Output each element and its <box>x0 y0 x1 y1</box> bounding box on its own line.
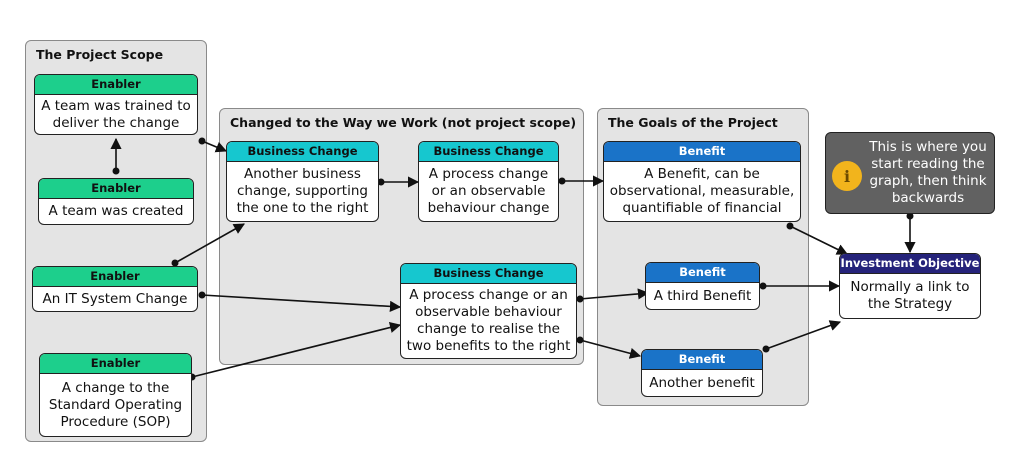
node-text: A process change or an observable behavi… <box>427 166 550 216</box>
edge-start-dot <box>576 336 584 344</box>
node-text: A change to the Standard Operating Proce… <box>48 379 183 430</box>
node-text: A process change or an observable behavi… <box>406 287 571 354</box>
node-text: Another benefit <box>649 374 755 391</box>
info-icon: i <box>832 161 862 191</box>
edge-start-dot <box>171 259 179 267</box>
group-title-project-scope: The Project Scope <box>36 47 164 62</box>
node-type-label: Business Change <box>227 142 378 162</box>
node-enabler-team-created[interactable]: Enabler A team was created <box>38 178 194 225</box>
group-title-way-we-work: Changed to the Way we Work (not project … <box>230 115 577 130</box>
node-text: Normally a link to the Strategy <box>850 279 970 312</box>
node-type-label: Enabler <box>35 75 197 95</box>
node-text: A team was trained to deliver the change <box>41 97 191 131</box>
node-investment-objective[interactable]: Investment Objective Normally a link to … <box>839 253 981 319</box>
edge-start-dot <box>112 167 120 175</box>
edge-start-dot <box>786 222 794 230</box>
node-benefit-third[interactable]: Benefit A third Benefit <box>645 262 760 310</box>
node-text: Another business change, supporting the … <box>236 166 369 216</box>
edge-process2-to-benefit-another <box>579 339 642 359</box>
edge-start-dot <box>762 345 770 353</box>
group-title-goals: The Goals of the Project <box>608 115 778 130</box>
edge-it-to-change-another <box>174 223 245 264</box>
node-type-label: Benefit <box>646 263 759 283</box>
node-type-label: Business Change <box>401 264 576 284</box>
edge-it-to-change-process2 <box>201 294 402 312</box>
edge-benefit-main-to-objective <box>789 225 849 255</box>
edge-start-dot <box>558 177 566 185</box>
node-text: A Benefit, can be observational, measura… <box>609 166 795 216</box>
edge-start-dot <box>377 178 385 186</box>
node-benefit-main[interactable]: Benefit A Benefit, can be observational,… <box>603 141 801 222</box>
node-text: An IT System Change <box>42 290 188 307</box>
node-enabler-it-system-change[interactable]: Enabler An IT System Change <box>32 266 198 312</box>
edge-process2-to-benefit-third <box>579 288 650 300</box>
edge-sop-to-change-process2 <box>191 322 402 378</box>
edge-trained-to-change-another <box>201 140 228 153</box>
edge-benefit-another-to-objective <box>765 320 842 350</box>
edge-start-dot <box>759 282 767 290</box>
node-type-label: Enabler <box>40 354 191 374</box>
edge-start-dot <box>198 291 206 299</box>
node-enabler-sop-change[interactable]: Enabler A change to the Standard Operati… <box>39 353 192 437</box>
node-type-label: Investment Objective <box>840 254 980 274</box>
node-type-label: Enabler <box>39 179 193 199</box>
node-type-label: Enabler <box>33 267 197 287</box>
node-change-another-business[interactable]: Business Change Another business change,… <box>226 141 379 222</box>
note-text: This is where you start reading the grap… <box>869 139 987 206</box>
node-benefit-another[interactable]: Benefit Another benefit <box>641 349 763 397</box>
node-enabler-team-trained[interactable]: Enabler A team was trained to deliver th… <box>34 74 198 135</box>
node-text: A third Benefit <box>653 287 752 304</box>
edge-start-dot <box>906 212 914 220</box>
start-here-note[interactable]: i This is where you start reading the gr… <box>825 132 995 214</box>
node-text: A team was created <box>48 203 184 219</box>
edge-start-dot <box>576 295 584 303</box>
edge-start-dot <box>198 137 206 145</box>
node-type-label: Business Change <box>419 142 558 162</box>
node-change-process-2[interactable]: Business Change A process change or an o… <box>400 263 577 359</box>
node-type-label: Benefit <box>604 142 800 162</box>
node-change-process-1[interactable]: Business Change A process change or an o… <box>418 141 559 222</box>
node-type-label: Benefit <box>642 350 762 370</box>
